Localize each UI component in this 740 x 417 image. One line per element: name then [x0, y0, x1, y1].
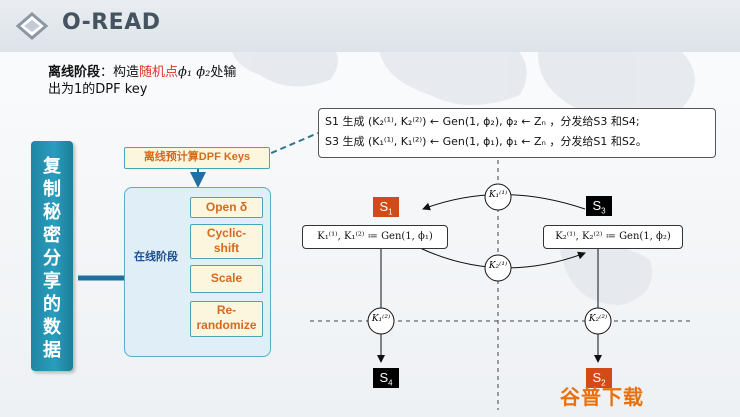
phase-scale: Scale [190, 265, 263, 293]
key-generation-formula-box: S1 生成 (K₂⁽¹⁾, K₂⁽²⁾) ← Gen(1, ϕ₂), ϕ₂ ← … [318, 108, 716, 158]
server-s3-sub: 3 [601, 206, 606, 216]
intro-text-after: 处输 [210, 65, 237, 80]
page-title: O-READ [62, 10, 161, 35]
offline-dpf-keys-box: 离线预计算DPF Keys [124, 147, 270, 169]
server-s3: S3 [586, 196, 612, 216]
intro-highlight: 随机点 [139, 65, 179, 80]
diamond-logo-icon [16, 12, 48, 40]
formula-line-1: S1 生成 (K₂⁽¹⁾, K₂⁽²⁾) ← Gen(1, ϕ₂), ϕ₂ ← … [325, 115, 640, 128]
server-s1: S1 [373, 197, 399, 217]
server-s2-sub: 2 [601, 378, 606, 388]
intro-line2: 出为1的DPF key [48, 82, 148, 97]
gen-box-right: K₂⁽¹⁾, K₂⁽²⁾ ≔ Gen(1, ϕ₂) [543, 225, 683, 249]
phase-re-randomize: Re- randomize [190, 301, 263, 337]
server-s2: S2 [586, 368, 612, 388]
server-s4-label: S [379, 370, 389, 385]
server-s1-label: S [379, 199, 389, 214]
online-phase-label: 在线阶段 [134, 250, 178, 263]
intro-text: 离线阶段：构造随机点ϕ₁ ϕ₂处输 出为1的DPF key [48, 64, 298, 98]
formula-line-2: S3 生成 (K₁⁽¹⁾, K₁⁽²⁾) ← Gen(1, ϕ₁), ϕ₁ ← … [325, 135, 647, 148]
key-circle-left: K₁⁽²⁾ [371, 314, 391, 324]
server-s4-sub: 4 [388, 378, 393, 388]
side-char: 享 [43, 271, 61, 292]
side-char: 密 [43, 225, 61, 246]
key-circle-mid: K₂⁽¹⁾ [488, 261, 508, 271]
side-char: 复 [43, 156, 61, 177]
watermark-logo: 谷普下载 [560, 385, 644, 409]
key-circle-right: K₂⁽²⁾ [588, 314, 608, 324]
intro-phi: ϕ₁ ϕ₂ [178, 65, 211, 80]
server-s2-label: S [592, 370, 602, 385]
side-char: 分 [43, 248, 61, 269]
side-char: 制 [43, 179, 61, 200]
intro-label: 离线阶段 [48, 65, 101, 80]
key-circle-top: K₁⁽¹⁾ [488, 190, 508, 200]
server-s4: S4 [373, 368, 399, 388]
title-bar [0, 0, 740, 52]
side-char: 数 [43, 317, 61, 338]
server-s1-sub: 1 [388, 207, 393, 217]
gen-box-left: K₁⁽¹⁾, K₁⁽²⁾ ≔ Gen(1, ϕ₁) [302, 225, 448, 249]
side-label-bar: 复 制 秘 密 分 享 的 数 据 [31, 141, 73, 371]
phase-cyclic-shift: Cyclic- shift [190, 224, 263, 259]
server-s3-label: S [592, 198, 602, 213]
side-char: 秘 [43, 202, 61, 223]
side-char: 据 [43, 340, 61, 361]
intro-text-before: ：构造 [100, 65, 140, 80]
phase-open-delta: Open δ [190, 197, 263, 218]
side-char: 的 [43, 294, 61, 315]
